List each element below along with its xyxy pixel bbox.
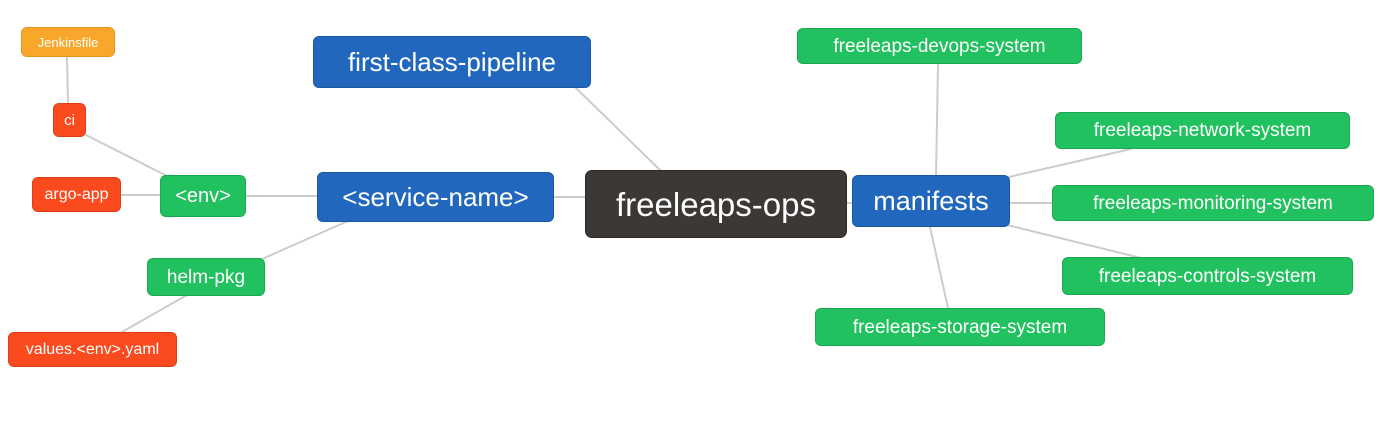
node-freeleaps-ops-root[interactable]: freeleaps-ops [585, 170, 847, 238]
edge-manifests-devops [935, 64, 939, 176]
node-first-class-pipeline[interactable]: first-class-pipeline [313, 36, 591, 88]
node-env[interactable]: <env> [160, 175, 246, 217]
edge-ci-env [83, 133, 172, 179]
node-manifests[interactable]: manifests [852, 175, 1010, 227]
node-freeleaps-controls-system[interactable]: freeleaps-controls-system [1062, 257, 1353, 295]
node-freeleaps-storage-system[interactable]: freeleaps-storage-system [815, 308, 1105, 346]
node-freeleaps-network-system[interactable]: freeleaps-network-system [1055, 112, 1350, 149]
node-ci[interactable]: ci [53, 103, 86, 137]
edge-jenkinsfile-ci [66, 56, 69, 104]
edge-manifests-network [999, 148, 1132, 180]
node-argo-app[interactable]: argo-app [32, 177, 121, 212]
node-freeleaps-monitoring-system[interactable]: freeleaps-monitoring-system [1052, 185, 1374, 221]
edge-values-helmpkg [121, 294, 188, 333]
edge-manifests-controls [1002, 223, 1142, 259]
node-service-name[interactable]: <service-name> [317, 172, 554, 222]
node-freeleaps-devops-system[interactable]: freeleaps-devops-system [797, 28, 1082, 64]
node-values-env-yaml[interactable]: values.<env>.yaml [8, 332, 177, 367]
node-jenkinsfile[interactable]: Jenkinsfile [21, 27, 115, 57]
edge-fcp-freeleapsops [575, 87, 662, 172]
node-helm-pkg[interactable]: helm-pkg [147, 258, 265, 296]
edge-manifests-storage [929, 226, 949, 309]
edge-helmpkg-servicename [261, 220, 349, 260]
